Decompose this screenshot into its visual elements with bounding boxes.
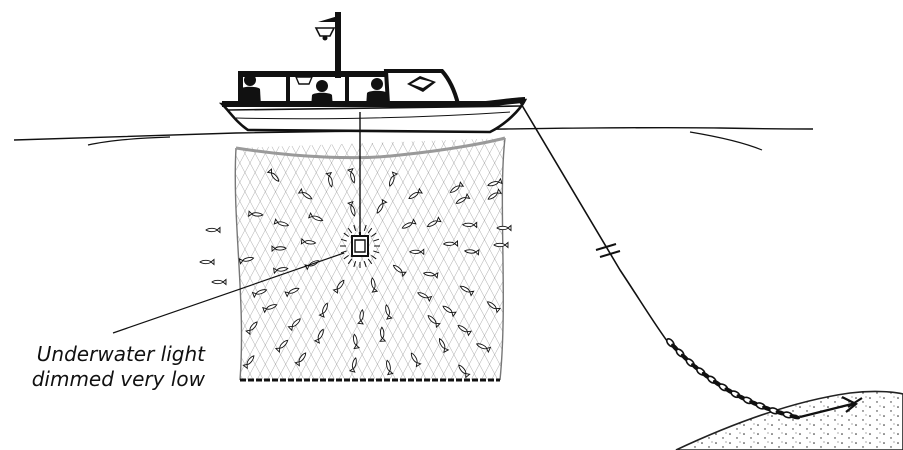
fish-icon — [487, 188, 503, 200]
glow-ray — [363, 261, 367, 268]
fish-icon — [325, 172, 333, 188]
fish-icon — [211, 278, 227, 286]
fish-icon — [300, 237, 317, 245]
glow-ray — [373, 250, 380, 254]
glow-ray — [371, 232, 377, 237]
glow-ray — [347, 227, 353, 234]
glow-ray — [367, 258, 373, 265]
fishing-net — [235, 138, 505, 380]
fish-icon — [379, 326, 387, 342]
fish-icon — [487, 177, 503, 187]
fishing-boat-icon — [218, 12, 528, 134]
anchor-chain-icon — [665, 338, 801, 420]
fish-icon — [410, 352, 422, 368]
fish-icon — [408, 187, 423, 200]
fish-icon — [455, 193, 471, 204]
fish-icon — [385, 304, 393, 320]
fish-icon — [274, 339, 289, 354]
glow-ray — [371, 255, 377, 260]
fish-icon — [297, 187, 313, 200]
fish-icon — [353, 333, 361, 350]
fish-icon — [318, 302, 328, 318]
glow-ray — [363, 224, 367, 231]
rope-break-mark — [595, 243, 621, 258]
glow-ray — [343, 232, 349, 237]
fish-icon — [426, 216, 442, 227]
fish-icon — [457, 325, 473, 337]
fish-school — [199, 168, 512, 379]
fish-icon — [242, 355, 255, 370]
fish-icon — [287, 318, 301, 332]
fish-icon — [496, 224, 512, 232]
fish-icon — [422, 271, 439, 279]
seabed — [675, 390, 903, 450]
fish-icon — [273, 267, 289, 275]
fish-icon — [409, 248, 425, 256]
net-right-edge — [499, 137, 506, 381]
fish-icon — [427, 315, 441, 329]
fish-icon — [389, 171, 399, 187]
fish-icon — [392, 264, 407, 278]
glow-ray — [353, 224, 357, 231]
fish-icon — [266, 168, 280, 182]
fish-icon — [307, 211, 324, 222]
label-line-1: Underwater light — [36, 342, 205, 366]
fish-icon — [357, 308, 364, 325]
fish-icon — [348, 357, 357, 373]
glow-ray — [367, 227, 373, 234]
fish-icon — [376, 198, 388, 214]
anchor-icon — [799, 396, 863, 419]
underwater-lamp-icon — [340, 224, 380, 268]
fish-icon — [294, 352, 307, 367]
fish-icon — [475, 343, 492, 354]
fish-icon — [463, 248, 480, 256]
underwater-light-label: Underwater light dimmed very low — [0, 342, 205, 392]
fish-icon — [461, 221, 478, 229]
fish-icon — [245, 321, 258, 336]
fish-icon — [486, 301, 501, 314]
fish-icon — [248, 210, 264, 218]
glow-ray — [347, 258, 353, 265]
fish-icon — [238, 256, 255, 265]
fish-icon — [205, 226, 221, 234]
fish-icon — [313, 328, 324, 344]
fish-icon — [386, 359, 394, 376]
fish-icon — [442, 305, 457, 318]
fish-icon — [438, 338, 450, 354]
fish-icon — [262, 304, 278, 314]
glow-ray — [353, 261, 357, 268]
label-line-2: dimmed very low — [31, 367, 205, 391]
glow-ray — [340, 250, 347, 254]
glow-ray — [343, 255, 349, 260]
fish-icon — [459, 285, 475, 297]
fish-icon — [449, 181, 465, 193]
fish-icon — [346, 168, 356, 184]
fish-icon — [493, 241, 509, 249]
fish-icon — [442, 240, 459, 247]
water-wave-right — [689, 131, 763, 151]
fish-icon — [401, 218, 417, 229]
fish-icon — [273, 218, 290, 227]
net-left-edge — [234, 147, 243, 381]
anchor-rope — [519, 101, 671, 346]
fish-icon — [371, 277, 379, 293]
mast-lamp-icon — [314, 27, 336, 37]
fish-icon — [271, 245, 287, 253]
annotation-leader-line — [112, 252, 345, 334]
fish-icon — [417, 292, 433, 303]
net-headline — [235, 136, 506, 160]
deck-lamp-icon — [294, 76, 314, 85]
fish-icon — [347, 201, 356, 217]
fish-icon — [332, 279, 345, 294]
glow-ray — [373, 238, 380, 242]
glow-ray — [340, 238, 347, 242]
fish-icon — [251, 289, 268, 299]
fish-icon — [284, 287, 300, 298]
fish-icon — [458, 364, 471, 379]
water-wave-left — [87, 136, 171, 146]
chain-link — [789, 414, 801, 420]
fish-icon — [199, 258, 215, 266]
